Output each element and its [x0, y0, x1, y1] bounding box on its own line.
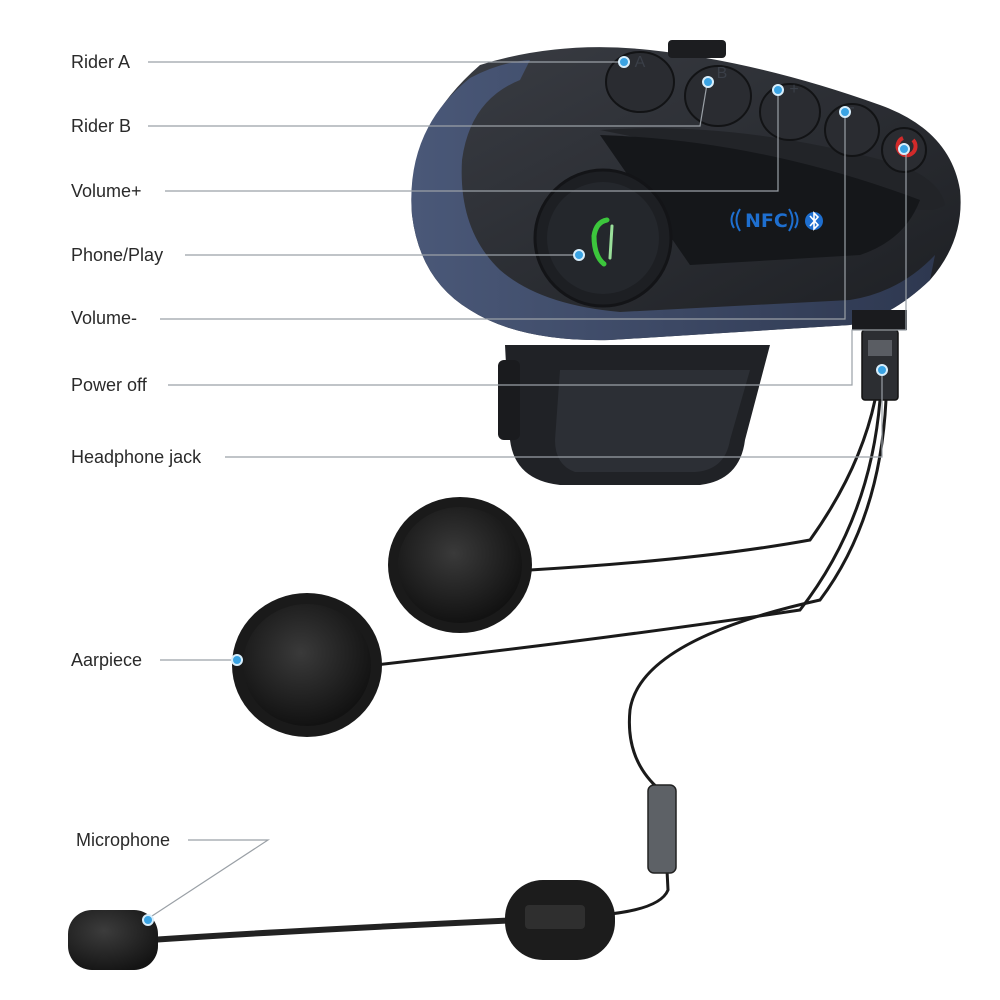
- earpiece-left: [232, 593, 382, 737]
- top-tab: [668, 40, 726, 58]
- callout-microphone-label: Microphone: [76, 830, 170, 850]
- callout-dot-icon: [876, 364, 888, 376]
- mic-connector: [647, 784, 677, 874]
- callout-volume-plus-line: [165, 94, 779, 192]
- callout-dot-icon: [772, 84, 784, 96]
- callout-dot-icon: [702, 76, 714, 88]
- bluetooth-glyph: [809, 211, 820, 231]
- callout-dot-icon: [898, 143, 910, 155]
- phone-icon-bar: [608, 224, 614, 260]
- cable-to-mic: [627, 399, 888, 792]
- callout-rider-b-label: Rider B: [71, 116, 131, 136]
- intercom-unit: A B + - NFC: [411, 40, 961, 485]
- mic-foam: [68, 910, 158, 970]
- callout-headphone-jack-line: [225, 374, 883, 458]
- phone-icon: [591, 217, 610, 267]
- callout-volume-minus-label: Volume-: [71, 308, 137, 328]
- connector-socket: [852, 310, 907, 330]
- callout-phone-play-label: Phone/Play: [71, 245, 163, 265]
- mic-boom: [149, 917, 521, 943]
- connector-plug-contacts: [868, 340, 892, 356]
- callout-power-off-label: Power off: [71, 375, 148, 395]
- helmet-clip-face: [555, 370, 750, 472]
- callout-volume-plus-label: Volume+: [71, 181, 142, 201]
- button-letter-b: B: [717, 65, 728, 82]
- callout-headphone-jack-label: Headphone jack: [71, 447, 202, 467]
- button-letter-plus: +: [789, 81, 798, 98]
- callout-earpiece-label: Aarpiece: [71, 650, 142, 670]
- power-icon: [895, 136, 918, 158]
- volume-minus-button[interactable]: [824, 103, 880, 157]
- nfc-wave-icon-right: [788, 208, 799, 232]
- callout-microphone-line: [151, 839, 271, 917]
- button-letter-a: A: [635, 54, 646, 71]
- volume-plus-button[interactable]: [759, 83, 821, 141]
- nfc-wave-icon: [730, 208, 741, 232]
- callout-dot-icon: [618, 56, 630, 68]
- callout-dot-icon: [573, 249, 585, 261]
- callouts: Rider A Rider B Volume+ Phone/Play Volum…: [71, 52, 910, 926]
- button-letter-minus: -: [849, 99, 854, 116]
- clip-grip: [498, 360, 520, 440]
- callout-rider-a-label: Rider A: [71, 52, 130, 72]
- cable-to-left-earpiece: [374, 399, 882, 667]
- rider-b-button[interactable]: [684, 65, 752, 127]
- mic-ribs: [525, 905, 585, 929]
- button-row: A B + -: [605, 51, 927, 173]
- callout-dot-icon: [142, 914, 154, 926]
- callout-volume-minus-line: [160, 116, 846, 320]
- callout-power-off-line: [168, 152, 907, 386]
- nfc-label: NFC: [745, 210, 788, 232]
- phone-play-ring: [547, 182, 659, 294]
- front-panel: [600, 135, 920, 265]
- boom-microphone: [68, 880, 615, 970]
- callout-dot-icon: [839, 106, 851, 118]
- nfc-badge: NFC: [730, 208, 823, 232]
- callout-dot-icon: [231, 654, 243, 666]
- callout-rider-b-line: [148, 83, 708, 127]
- cable-to-right-earpiece: [529, 399, 877, 572]
- earpiece-right: [388, 497, 532, 633]
